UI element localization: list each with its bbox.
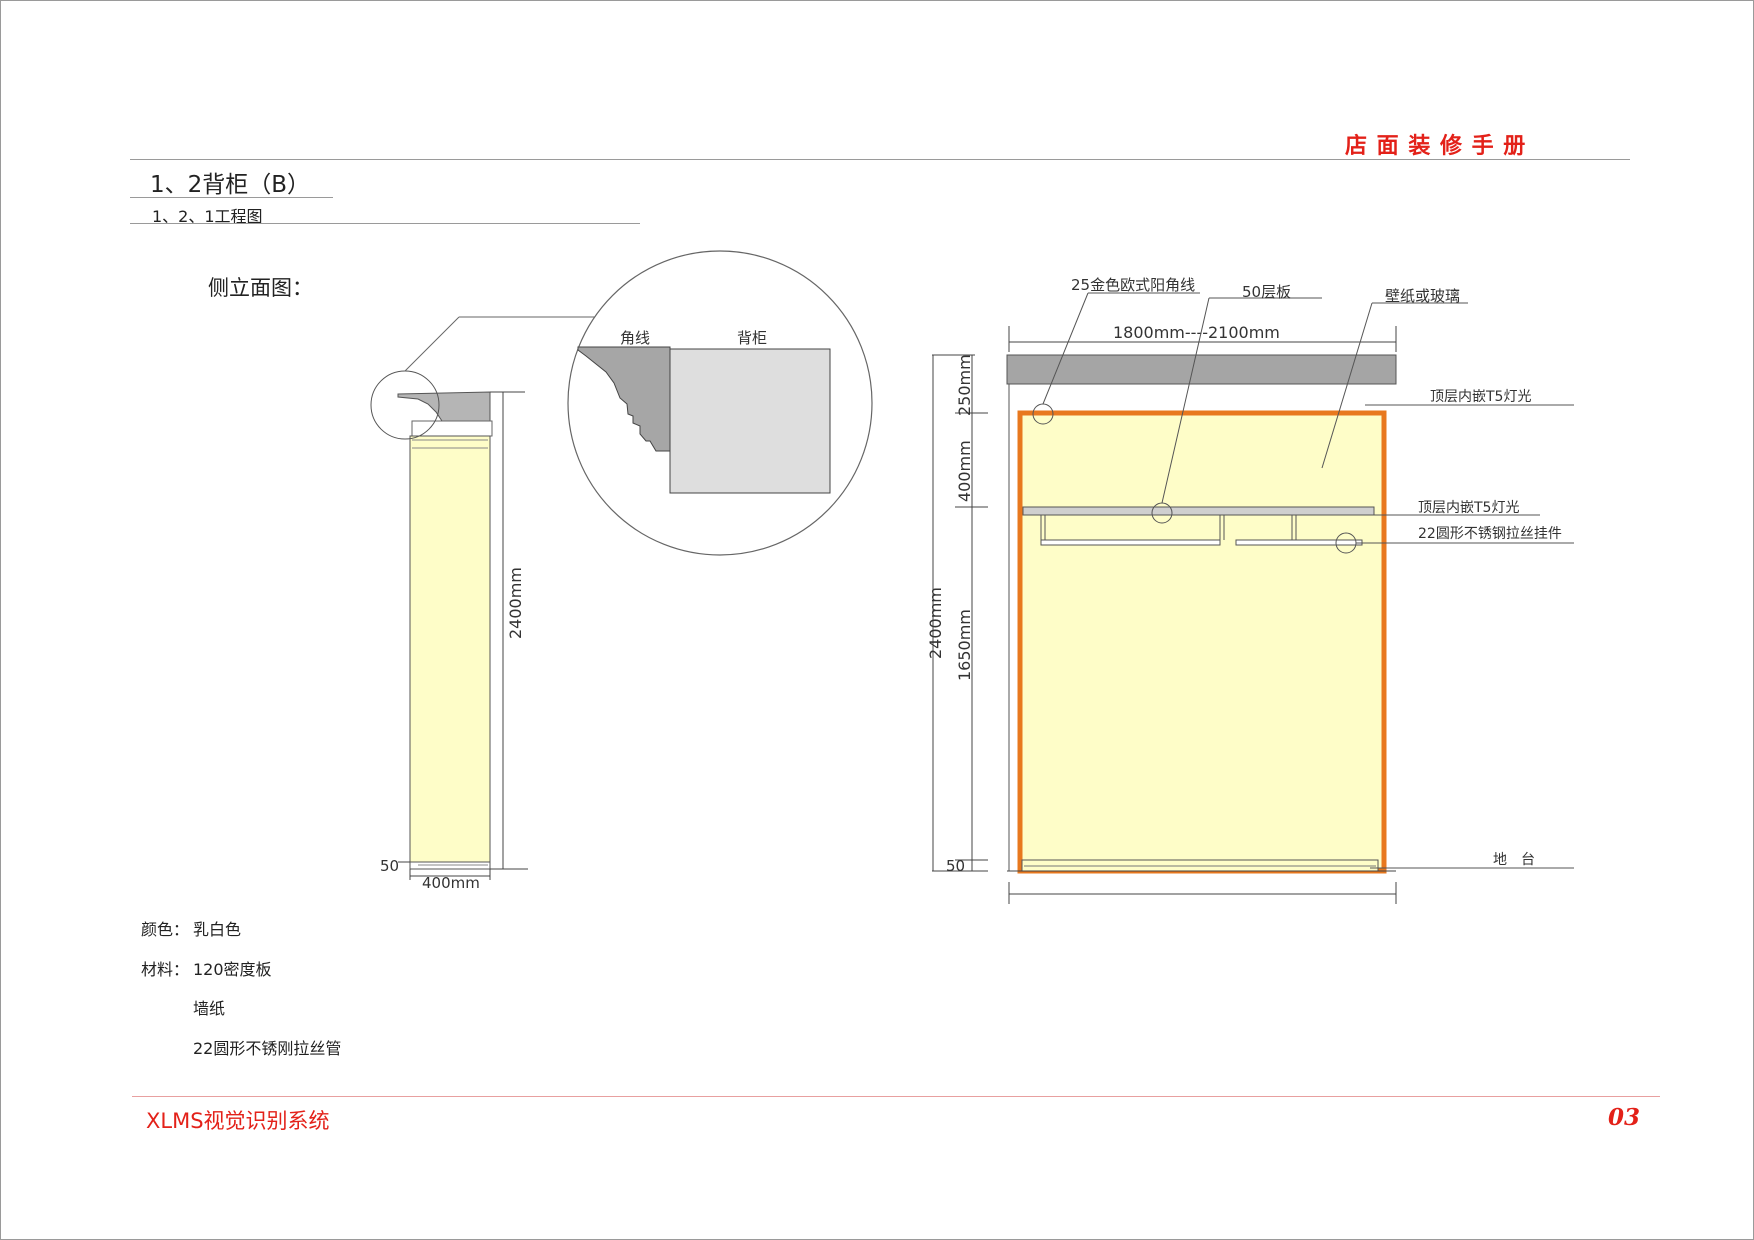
side-cornice — [397, 391, 491, 422]
front-total-height-dim: 2400mm — [926, 587, 945, 659]
detail-cabinet-label: 背柜 — [737, 329, 767, 347]
callout-molding: 25金色欧式阳角线 — [1071, 276, 1195, 294]
front-lower-dim: 1650mm — [955, 609, 974, 681]
side-base-dim: 50 — [380, 857, 399, 875]
front-panel — [1017, 410, 1387, 874]
front-top-cornice — [1006, 354, 1397, 385]
spec-material-item: 120密度板 — [193, 960, 272, 979]
hanging-rail-left — [1040, 515, 1225, 546]
detail-cabinet-block — [669, 348, 831, 494]
callout-platform: 地 台 — [1493, 852, 1535, 868]
side-height-dim: 2400mm — [506, 567, 525, 639]
callout-leaders — [1032, 292, 1574, 869]
detail-magnifier: 角线 背柜 — [370, 250, 873, 556]
spec-color-value: 乳白色 — [193, 920, 242, 939]
spec-material-label: 材料： — [141, 960, 190, 979]
footer-brand: XLMS视觉识别系统 — [146, 1109, 330, 1133]
detail-molding-label: 角线 — [620, 329, 650, 347]
callout-wallpaper: 壁纸或玻璃 — [1385, 287, 1460, 305]
callout-shelf-light: 顶层内嵌T5灯光 — [1418, 500, 1519, 516]
front-base-dim: 50 — [946, 857, 965, 875]
front-top-dim: 250mm — [955, 354, 974, 416]
header-rule — [130, 159, 1630, 160]
page-number: 03 — [1608, 1104, 1641, 1131]
spec-material-item: 墙纸 — [193, 999, 226, 1018]
callout-shelf: 50层板 — [1242, 283, 1291, 301]
subsection-rule — [130, 223, 640, 224]
side-elevation: 2400mm 400mm 50 — [380, 391, 528, 892]
callout-top-light: 顶层内嵌T5灯光 — [1430, 389, 1531, 405]
front-elevation: 1800mm----2100mm — [926, 276, 1574, 904]
spec-color-label: 颜色： — [141, 920, 190, 939]
side-cabinet-body — [409, 435, 491, 863]
manual-title: 店 面 装 修 手 册 — [1345, 134, 1527, 159]
front-width-dim: 1800mm----2100mm — [1113, 323, 1280, 342]
front-upper-dim: 400mm — [955, 440, 974, 502]
callout-hanger: 22圆形不锈钢拉丝挂件 — [1418, 526, 1562, 542]
spec-material-item: 22圆形不锈刚拉丝管 — [193, 1039, 342, 1058]
detail-crown-molding — [577, 346, 671, 452]
side-view-label: 侧立面图： — [208, 276, 313, 300]
section-title: 1、2背柜（B） — [150, 172, 311, 198]
front-shelf — [1022, 506, 1375, 516]
footer-rule — [132, 1096, 1660, 1097]
side-width-dim: 400mm — [422, 874, 480, 892]
subsection-title: 1、2、1工程图 — [152, 207, 263, 226]
section-rule — [130, 197, 333, 198]
